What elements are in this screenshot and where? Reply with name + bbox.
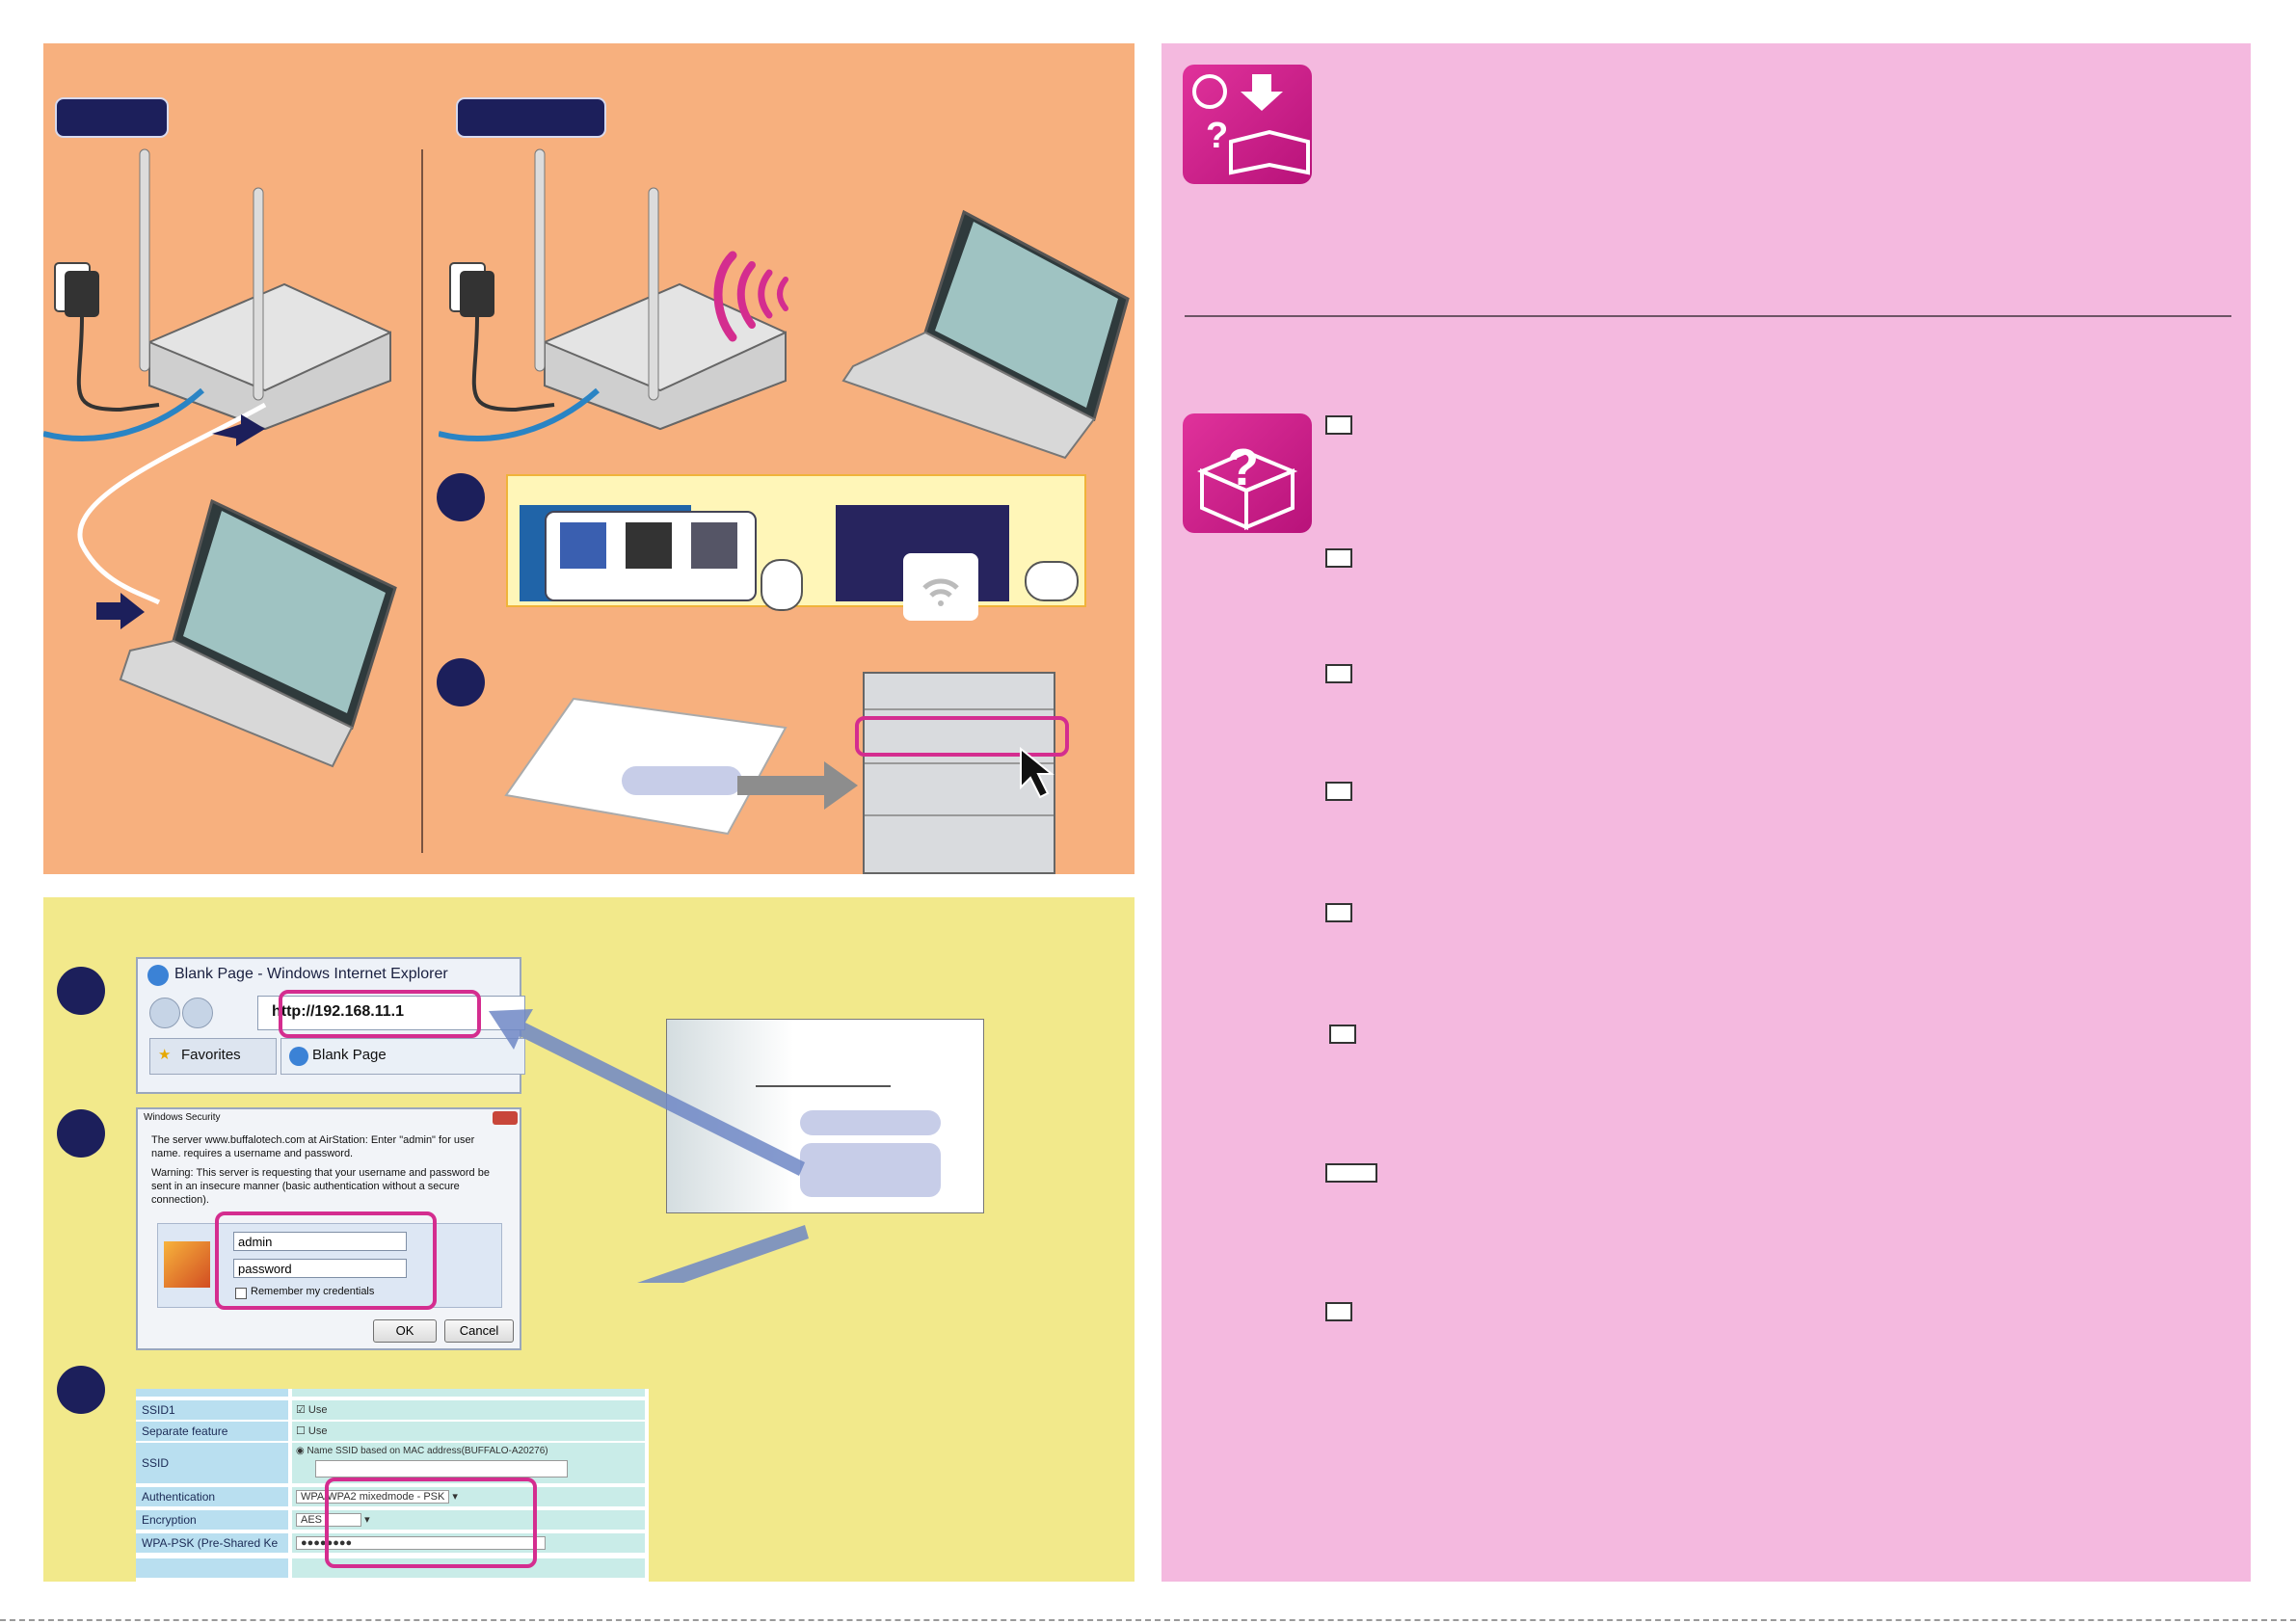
favorites-button[interactable]: ★ Favorites: [149, 1038, 277, 1075]
connection-panel: [43, 43, 1135, 874]
config-value-text: WPA/WPA2 mixedmode - PSK: [296, 1490, 450, 1504]
setup-card-illustration: [504, 697, 858, 836]
wireless-tag: [456, 97, 606, 138]
wired-tag: [55, 97, 169, 138]
svg-text:?: ?: [1206, 116, 1228, 156]
security-highlight: [325, 1478, 537, 1568]
authentication-select[interactable]: WPA/WPA2 mixedmode - PSK ▾: [292, 1487, 645, 1506]
config-label: SSID: [136, 1443, 288, 1483]
divider: [421, 149, 423, 853]
help-download-icon: ?: [1183, 65, 1312, 184]
faq-checkbox-8[interactable]: [1325, 1302, 1352, 1321]
help-box-icon: ?: [1183, 413, 1312, 533]
config-value: ☐ Use: [292, 1422, 645, 1441]
username-field[interactable]: [233, 1232, 407, 1251]
remember-label: Remember my credentials: [251, 1286, 375, 1297]
faq-checkbox-1[interactable]: [1325, 415, 1352, 435]
cut-line: [0, 1619, 2296, 1621]
config-value-text: Use: [307, 1404, 328, 1416]
guide-arrows: [489, 1009, 809, 1283]
ie-icon: [147, 965, 169, 986]
security-dialog: Windows Security The server www.buffalot…: [136, 1107, 521, 1350]
dialog-warning: Warning: This server is requesting that …: [151, 1167, 490, 1179]
step-circle-2: [437, 658, 485, 706]
config-value-text: Use: [307, 1425, 328, 1437]
user-icon: [164, 1241, 210, 1288]
section-divider: [1185, 315, 2231, 317]
faq-checkbox-2[interactable]: [1325, 548, 1352, 568]
svg-text:?: ?: [1227, 439, 1259, 496]
router-icon: [139, 148, 391, 431]
config-value: ◉ Name SSID based on MAC address(BUFFALO…: [292, 1443, 645, 1483]
url-highlight: [279, 990, 481, 1038]
config-label: Authentication: [136, 1487, 288, 1506]
encryption-select[interactable]: AES ▾: [292, 1510, 645, 1530]
dialog-warning: connection).: [151, 1194, 209, 1206]
network-icons-popup: [545, 511, 757, 601]
dialog-title: Windows Security: [144, 1112, 221, 1123]
config-label: WPA-PSK (Pre-Shared Ke: [136, 1533, 288, 1553]
mouse-icon: [761, 559, 803, 611]
cancel-button[interactable]: Cancel: [444, 1319, 514, 1343]
config-label: Encryption: [136, 1510, 288, 1530]
favorites-label: Favorites: [181, 1047, 241, 1063]
power-adapter-icon: [449, 262, 555, 413]
browser-setup-panel: Blank Page - Windows Internet Explorer h…: [43, 897, 1135, 1582]
wireless-config-table: SSID1☑ Use Separate feature☐ Use SSID◉ N…: [136, 1389, 649, 1582]
forward-button[interactable]: [182, 998, 213, 1028]
mouse-icon: [1025, 561, 1079, 601]
laptop-icon: [841, 209, 1130, 460]
password-field[interactable]: [233, 1259, 407, 1278]
ie-icon: [289, 1047, 308, 1066]
browser-window: Blank Page - Windows Internet Explorer h…: [136, 957, 525, 1094]
remember-checkbox[interactable]: [235, 1288, 247, 1299]
laptop-icon: [119, 498, 397, 768]
back-button[interactable]: [149, 998, 180, 1028]
step-circle-5: [57, 1366, 105, 1414]
dialog-text: name. requires a username and password.: [151, 1148, 354, 1159]
config-label: Separate feature: [136, 1422, 288, 1441]
router-icon: [534, 148, 787, 431]
dialog-warning: sent in an insecure manner (basic authen…: [151, 1181, 460, 1192]
close-button[interactable]: [493, 1111, 518, 1125]
step-circle-3: [57, 967, 105, 1015]
network-icon: [691, 522, 737, 569]
wireless-illustration: [439, 148, 1130, 460]
power-adapter-icon: [54, 262, 160, 413]
tab-label: Blank Page: [312, 1047, 387, 1063]
config-label: SSID1: [136, 1400, 288, 1420]
credential-highlight: [215, 1211, 437, 1310]
cursor-icon: [1020, 747, 1055, 799]
faq-checkbox-6[interactable]: [1329, 1025, 1356, 1044]
config-value: ☑ Use: [292, 1400, 645, 1420]
network-icon: [626, 522, 672, 569]
credential-box: Remember my credentials: [157, 1223, 502, 1308]
tab-blank-page[interactable]: Blank Page: [280, 1038, 525, 1075]
address-url: http://192.168.11.1: [272, 1003, 404, 1020]
browser-title: Blank Page - Windows Internet Explorer: [174, 966, 448, 982]
faq-checkbox-4[interactable]: [1325, 782, 1352, 801]
dialog-text: The server www.buffalotech.com at AirSta…: [151, 1134, 475, 1146]
network-icon: [77, 402, 267, 605]
wifi-icon: [903, 553, 978, 621]
faq-checkbox-3[interactable]: [1325, 664, 1352, 683]
ssid-highlight[interactable]: [855, 716, 1069, 757]
wifi-waves-icon: [713, 251, 788, 342]
step-circle-4: [57, 1109, 105, 1158]
network-icon: [560, 522, 606, 569]
faq-checkbox-7[interactable]: [1325, 1163, 1377, 1183]
setup-card: [666, 1019, 984, 1213]
wired-illustration: [43, 148, 397, 768]
config-value-text: Name SSID based on MAC address(BUFFALO-A…: [307, 1446, 548, 1456]
ok-button[interactable]: OK: [373, 1319, 437, 1343]
faq-checkbox-5[interactable]: [1325, 903, 1352, 922]
network-icon-guide: [506, 474, 1086, 621]
star-icon: ★: [158, 1047, 172, 1063]
config-value-text: AES: [296, 1513, 362, 1527]
step-circle-1: [437, 473, 485, 521]
help-panel: ? ?: [1161, 43, 2251, 1582]
